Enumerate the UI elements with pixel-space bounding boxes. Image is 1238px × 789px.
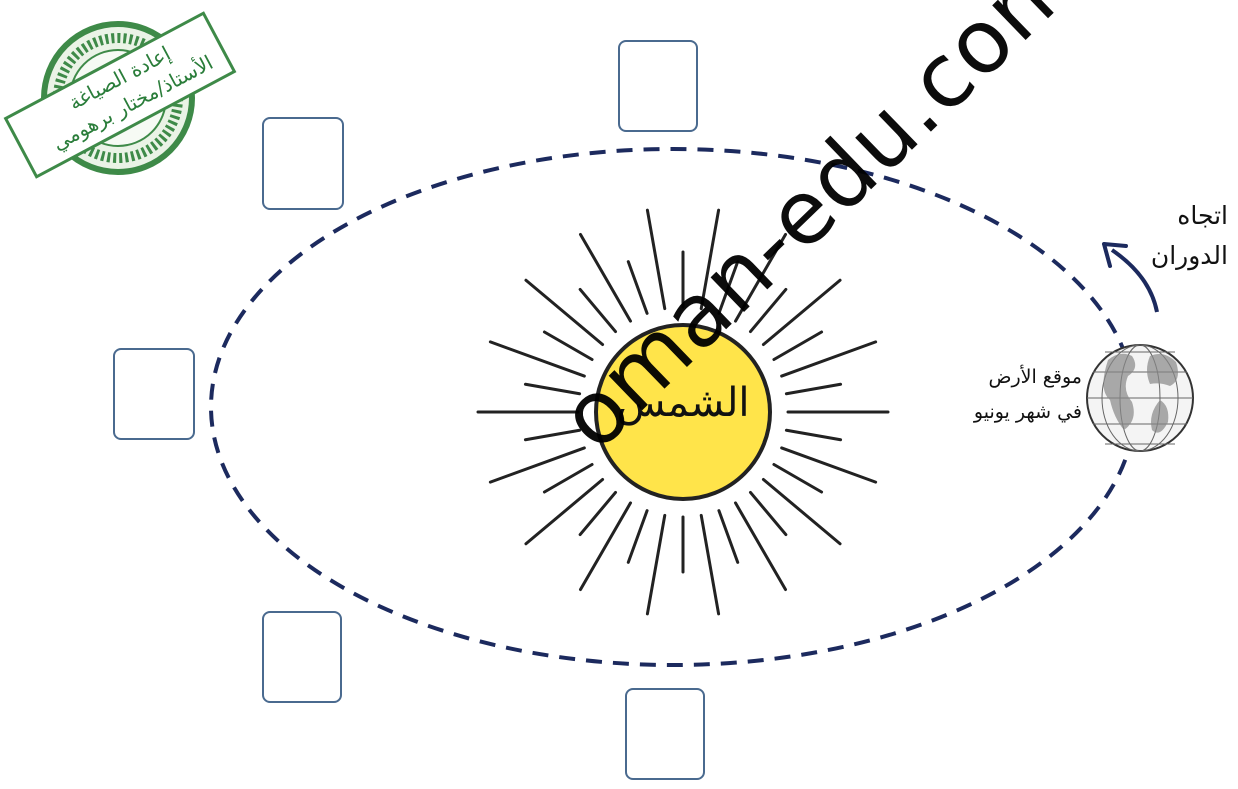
sun-ray <box>719 511 738 563</box>
earth-position-label: موقع الأرض في شهر يونيو <box>962 360 1082 430</box>
sun-ray <box>786 430 840 440</box>
sun-ray <box>786 384 840 394</box>
sun-ray <box>526 280 603 344</box>
sun-ray <box>526 479 603 543</box>
answer-box-top[interactable] <box>618 40 698 132</box>
sun-ray <box>580 492 615 534</box>
earth-globe-icon <box>1087 345 1193 451</box>
sun-ray <box>774 465 822 493</box>
sun-ray <box>647 515 664 613</box>
answer-box-lower-left[interactable] <box>262 611 342 703</box>
sun-ray <box>750 492 785 534</box>
sun-ray <box>701 515 718 613</box>
answer-box-bottom[interactable] <box>625 688 705 780</box>
sun-ray <box>581 503 631 590</box>
rotation-arrow-head-icon <box>1104 244 1126 266</box>
sun-ray <box>774 332 822 360</box>
sun-ray <box>763 479 840 543</box>
sun-ray <box>736 503 786 590</box>
sun-ray <box>581 234 631 321</box>
answer-box-left[interactable] <box>113 348 195 440</box>
sun-ray <box>544 465 592 493</box>
sun-ray <box>580 289 615 331</box>
rotation-direction-label: اتجاه الدوران <box>1138 196 1228 276</box>
answer-box-upper-left[interactable] <box>262 117 344 210</box>
reformulation-stamp: إعادة الصياغة الأستاذ/مختار برهومي <box>0 0 240 190</box>
sun-ray <box>525 430 579 440</box>
sun-ray <box>628 511 647 563</box>
